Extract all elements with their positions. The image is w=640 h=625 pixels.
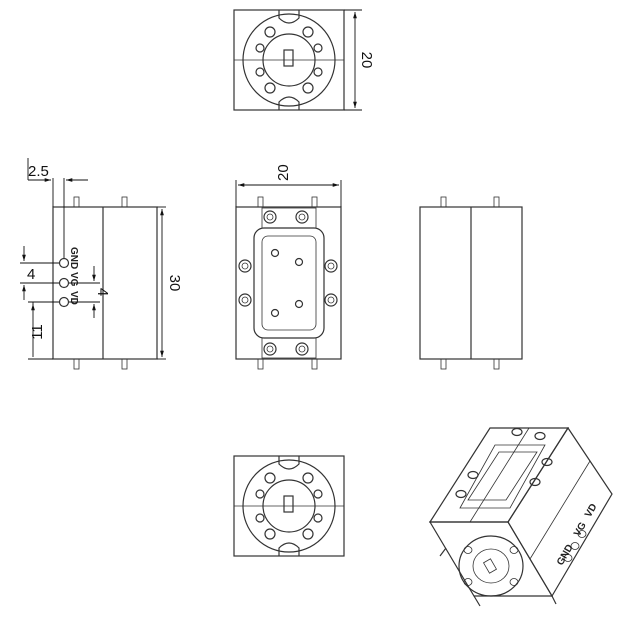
pin-label-gnd: GND: [68, 247, 79, 269]
right-side-view: [419, 196, 523, 370]
bottom-flange-view: [233, 455, 345, 557]
dimension-side-height: 30: [157, 206, 183, 360]
iso-label-vd: VD: [583, 502, 599, 520]
pin-label-vg: VG: [68, 272, 79, 287]
dimension-top-height: 20: [344, 9, 375, 111]
dim-text-front-width: 20: [275, 164, 292, 181]
dimension-bottom-offset: 11: [28, 301, 59, 360]
pin-labels: GND VG VD: [68, 247, 79, 305]
dim-text-bottom-offset: 11: [29, 324, 46, 340]
dim-text-pin-offset: 2.5: [28, 163, 49, 180]
isometric-view: [428, 426, 613, 607]
iso-label-vg: VG: [572, 520, 589, 538]
isometric-pin-labels: GND VG VD: [555, 502, 599, 568]
front-view: [235, 196, 342, 370]
top-flange-view: [233, 9, 345, 111]
pin-label-vd: VD: [68, 291, 79, 305]
dim-text-side-height: 30: [166, 275, 183, 292]
dim-text-pin-spacing-a: 4: [27, 266, 35, 283]
dimension-pin-offset: 2.5: [27, 158, 88, 258]
left-side-view: [52, 196, 158, 370]
dim-text-top-height: 20: [358, 52, 375, 69]
dimension-front-width: 20: [235, 164, 342, 207]
iso-label-gnd: GND: [555, 543, 576, 568]
dimension-pin-spacing-b: 4: [69, 266, 111, 318]
dimension-pin-spacing-a: 4: [20, 246, 59, 300]
dim-text-pin-spacing-b: 4: [94, 288, 111, 296]
